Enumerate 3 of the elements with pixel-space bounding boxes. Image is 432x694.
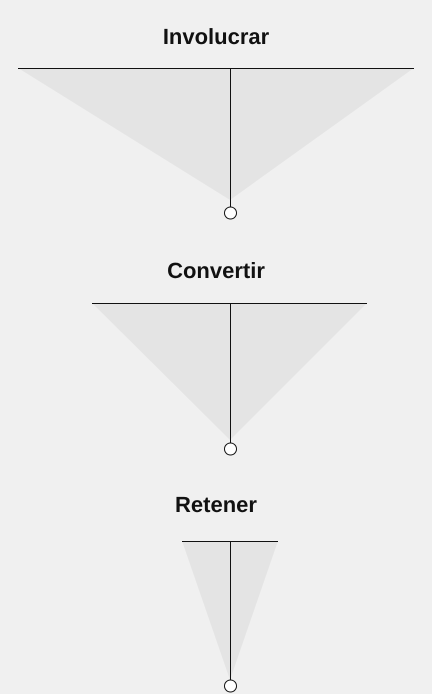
stage-heading: Convertir	[167, 258, 265, 284]
stage-heading: Retener	[175, 492, 257, 518]
stage-heading: Involucrar	[162, 24, 270, 50]
